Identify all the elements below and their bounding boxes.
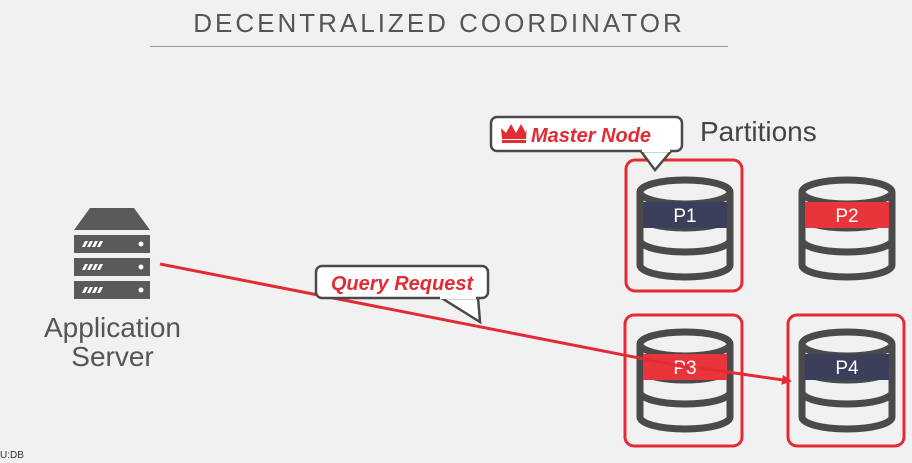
query-request-label: Query Request: [331, 273, 475, 295]
app-server-label: Application Server: [30, 313, 195, 371]
footer-text: U:DB: [0, 450, 24, 461]
p1-label: P1: [673, 206, 696, 227]
app-server-label-line2: Server: [71, 341, 154, 372]
crown-icon: [501, 124, 527, 143]
server-icon: [74, 208, 150, 299]
p2-band: [805, 202, 889, 228]
app-server-label-line1: Application: [44, 312, 181, 343]
database-p1: P1: [640, 180, 730, 277]
query-line: [159, 262, 691, 370]
p3-highlight-box: [623, 313, 744, 448]
page-title: DECENTRALIZED COORDINATOR: [193, 8, 685, 38]
query-request-callout: Query Request: [314, 264, 490, 325]
partitions-label: Partitions: [700, 116, 817, 147]
p2-label: P2: [835, 206, 858, 227]
master-node-label: Master Node: [531, 125, 651, 147]
p4-label: P4: [835, 358, 859, 379]
p3-to-p4-arrow: [699, 366, 792, 385]
master-node-callout: Master Node: [489, 115, 684, 173]
p1-highlight-box: [624, 158, 744, 293]
database-p2: P2: [802, 180, 892, 277]
database-p4: P4: [802, 332, 892, 429]
title-divider: [150, 46, 728, 47]
p4-band: [805, 354, 889, 380]
database-p3: P3: [640, 332, 730, 429]
p1-band: [643, 202, 727, 228]
